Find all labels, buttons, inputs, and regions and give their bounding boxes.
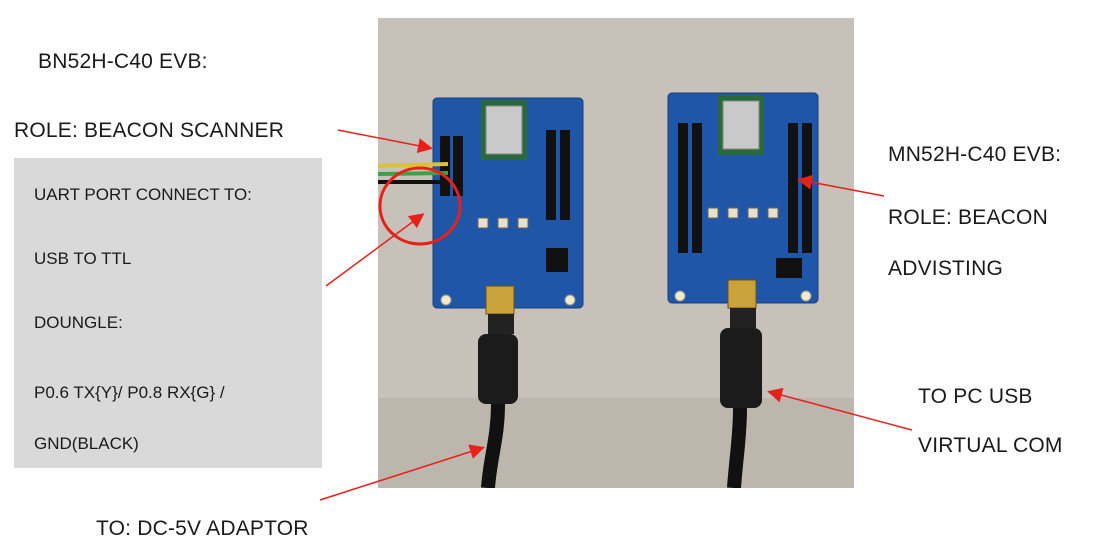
uart-line-1: UART PORT CONNECT TO:	[34, 185, 252, 204]
uart-line-4: P0.6 TX{Y}/ P0.8 RX{G} /	[34, 383, 225, 402]
bottom-right-line2: VIRTUAL COM	[918, 434, 1063, 457]
left-cable	[478, 314, 518, 488]
right-board-title: MN52H-C40 EVB:	[888, 143, 1062, 166]
boards-photo	[378, 18, 854, 488]
uart-line-3: DOUNGLE:	[34, 313, 123, 332]
left-pcb	[432, 97, 584, 315]
bottom-right-line1: TO PC USB	[918, 385, 1033, 408]
right-board-role-line1: ROLE: BEACON	[888, 206, 1048, 229]
highlight-circle	[378, 166, 462, 246]
right-board-role-line2: ADVISTING	[888, 257, 1003, 280]
bottom-left-label: TO: DC-5V ADAPTOR	[96, 517, 309, 540]
uart-line-5: GND(BLACK)	[34, 434, 139, 453]
left-board-title: BN52H-C40 EVB:	[38, 50, 208, 73]
right-cable	[720, 308, 762, 488]
left-board-role: ROLE: BEACON SCANNER	[14, 119, 285, 142]
uart-info-box: UART PORT CONNECT TO: USB TO TTL DOUNGLE…	[14, 158, 322, 468]
uart-line-2: USB TO TTL	[34, 249, 132, 268]
